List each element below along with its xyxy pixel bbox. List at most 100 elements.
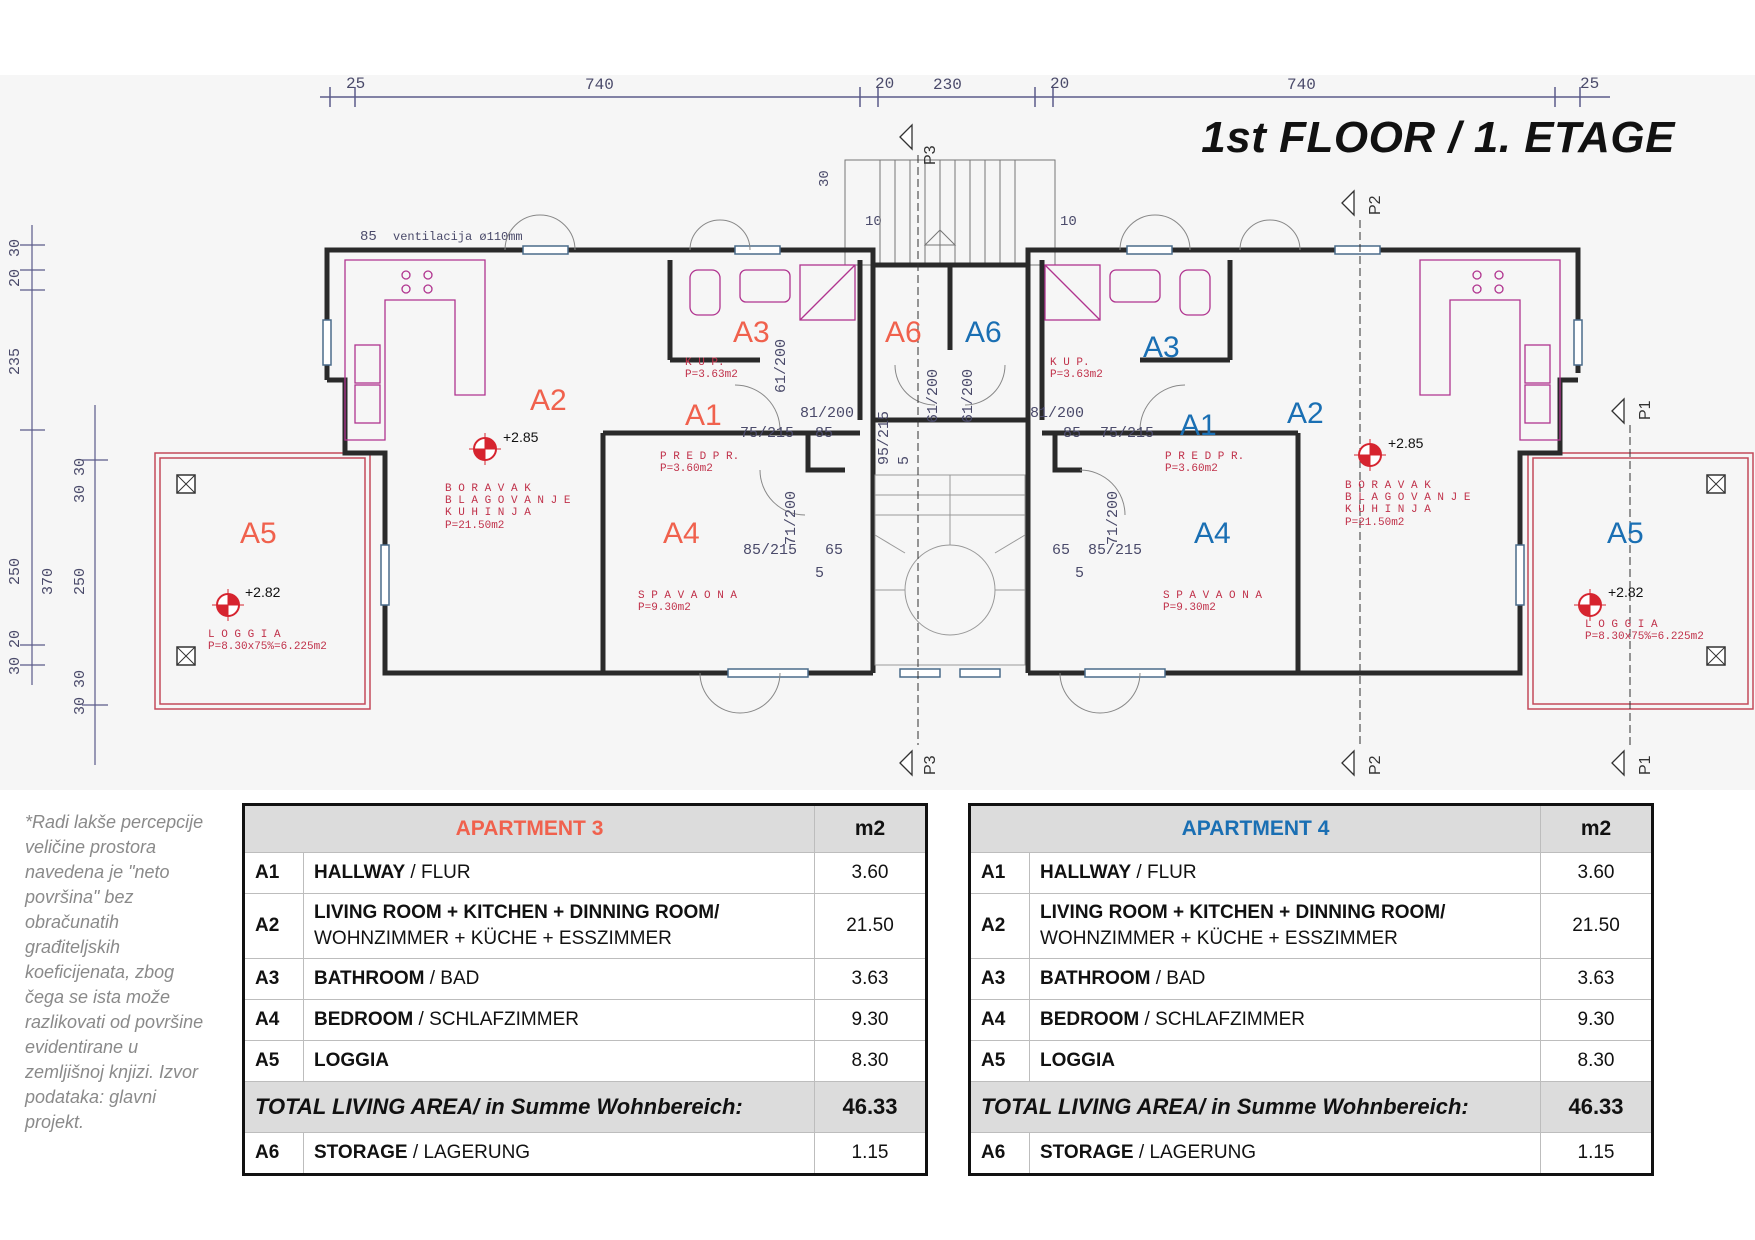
label-apt3-a3: A3 — [733, 316, 770, 349]
room-text-boravak-left: B O R A V A K — [445, 483, 531, 495]
room-code: A1 — [243, 852, 304, 894]
room-text-blagovanje-right: B L A G O V A N J E — [1345, 492, 1471, 504]
door-dim-9: 65 — [825, 542, 843, 559]
door-dim-2: 81/200 — [800, 405, 854, 422]
total-row: TOTAL LIVING AREA/ in Summe Wohnbereich:… — [243, 1081, 927, 1133]
table-row: A2 LIVING ROOM + KITCHEN + DINNING ROOM/… — [969, 893, 1653, 959]
room-name: LOGGIA — [1029, 1040, 1541, 1082]
dim-left-2: 20 — [7, 269, 24, 287]
room-text-loggia-area-left: P=8.30x75%=6.225m2 — [208, 641, 327, 653]
dim-left-7: 250 — [72, 568, 89, 595]
room-area: 3.63 — [814, 958, 927, 1000]
room-text-predpr-area-right: P=3.60m2 — [1165, 463, 1218, 475]
table-row: A3 BATHROOM / BAD 3.63 — [969, 958, 1653, 1000]
room-area: 1.15 — [814, 1132, 927, 1175]
room-text-predpr-right: P R E D P R. — [1165, 451, 1244, 463]
dim-left-9: 30 30 — [72, 670, 89, 715]
door-dim-18: 65 — [1052, 542, 1070, 559]
table-row: A6 STORAGE / LAGERUNG 1.15 — [243, 1132, 927, 1175]
room-name: LIVING ROOM + KITCHEN + DINNING ROOM/WOH… — [1029, 893, 1541, 959]
room-name: STORAGE / LAGERUNG — [303, 1132, 815, 1175]
dim-left-6: 370 — [40, 568, 57, 595]
total-value: 46.33 — [1540, 1081, 1653, 1133]
total-label: TOTAL LIVING AREA/ in Summe Wohnbereich: — [243, 1081, 815, 1133]
dim-top-2: 740 — [585, 76, 614, 94]
label-apt3-a2: A2 — [530, 384, 567, 417]
label-apt3-a4: A4 — [663, 517, 700, 550]
room-text-loggia-area-right: P=8.30x75%=6.225m2 — [1585, 631, 1704, 643]
section-p1-top: P1 — [1637, 400, 1654, 420]
room-code: A3 — [969, 958, 1030, 1000]
dim-top-7: 25 — [1580, 75, 1599, 93]
table-row: A5 LOGGIA 8.30 — [243, 1040, 927, 1082]
apartment-3-title: APARTMENT 3 — [243, 804, 815, 853]
total-value: 46.33 — [814, 1081, 927, 1133]
room-code: A2 — [969, 893, 1030, 959]
room-text-spavaona-area-right: P=9.30m2 — [1163, 602, 1216, 614]
room-code: A4 — [969, 999, 1030, 1041]
room-text-boravak-area-left: P=21.50m2 — [445, 520, 504, 532]
table-row: A1 HALLWAY / FLUR 3.60 — [969, 852, 1653, 894]
room-code: A5 — [969, 1040, 1030, 1082]
dim-85: 85 — [360, 229, 377, 245]
room-area: 9.30 — [814, 999, 927, 1041]
room-code: A3 — [243, 958, 304, 1000]
dim-top-6: 740 — [1287, 76, 1316, 94]
room-text-loggia-left: L O G G I A — [208, 629, 281, 641]
door-dim-11: 61/200 — [925, 369, 942, 423]
door-dim-4: 85 — [815, 425, 833, 442]
label-apt3-a1: A1 — [685, 399, 722, 432]
table-row: A5 LOGGIA 8.30 — [969, 1040, 1653, 1082]
room-code: A1 — [969, 852, 1030, 894]
room-code: A6 — [969, 1132, 1030, 1175]
door-dim-1: 61/200 — [773, 339, 790, 393]
room-area: 21.50 — [1540, 893, 1653, 959]
total-label: TOTAL LIVING AREA/ in Summe Wohnbereich: — [969, 1081, 1541, 1133]
door-dim-17: 85/215 — [1088, 542, 1142, 559]
door-dim-12: 61/200 — [960, 369, 977, 423]
room-text-loggia-right: L O G G I A — [1585, 619, 1658, 631]
level-loggia-left: +2.82 — [245, 584, 281, 600]
dim-left-1: 30 — [7, 239, 24, 257]
room-code: A5 — [243, 1040, 304, 1082]
room-name: HALLWAY / FLUR — [303, 852, 815, 894]
room-text-kuhinja-right: K U H I N J A — [1345, 504, 1431, 516]
room-name: HALLWAY / FLUR — [1029, 852, 1541, 894]
room-text-spavaona-area-left: P=9.30m2 — [638, 602, 691, 614]
label-apt4-a6: A6 — [965, 316, 1002, 349]
room-text-predpr-left: P R E D P R. — [660, 451, 739, 463]
room-text-boravak-area-right: P=21.50m2 — [1345, 517, 1404, 529]
room-area: 9.30 — [1540, 999, 1653, 1041]
area-note: *Radi lakše percepcije veličine prostora… — [25, 812, 204, 1132]
section-p3-bottom: P3 — [922, 755, 939, 775]
ventilation-label: ventilacija ø110mm — [393, 230, 523, 244]
dim-top-3: 20 — [875, 75, 894, 93]
section-p2-bottom: P2 — [1367, 755, 1384, 775]
dim-top-5: 20 — [1050, 75, 1069, 93]
room-name: STORAGE / LAGERUNG — [1029, 1132, 1541, 1175]
door-dim-19: 5 — [1075, 565, 1084, 582]
dim-10-right: 10 — [1060, 214, 1077, 230]
dim-top-4: 230 — [933, 76, 962, 94]
door-dim-13: 81/200 — [1030, 405, 1084, 422]
label-apt4-a2: A2 — [1287, 397, 1324, 430]
level-loggia-right: +2.82 — [1608, 584, 1644, 600]
page-title: 1st FLOOR / 1. ETAGE — [1201, 113, 1675, 162]
room-text-kup-area-right: P=3.63m2 — [1050, 369, 1103, 381]
level-main-left: +2.85 — [503, 429, 539, 445]
section-p2-top: P2 — [1367, 195, 1384, 215]
room-name: BATHROOM / BAD — [303, 958, 815, 1000]
room-text-spavaona-right: S P A V A O N A — [1163, 590, 1262, 602]
table-row: A3 BATHROOM / BAD 3.63 — [243, 958, 927, 1000]
room-area: 21.50 — [814, 893, 927, 959]
room-name: BATHROOM / BAD — [1029, 958, 1541, 1000]
dim-left-3: 235 — [7, 348, 24, 375]
door-dim-7: 71/200 — [783, 491, 800, 545]
room-area: 3.60 — [1540, 852, 1653, 894]
door-dim-8: 85/215 — [743, 542, 797, 559]
table-row: A4 BEDROOM / SCHLAFZIMMER 9.30 — [243, 999, 927, 1041]
floor-plan: 25 740 20 230 20 740 25 30 20 235 30 30 … — [0, 75, 1755, 790]
room-text-kup-area-left: P=3.63m2 — [685, 369, 738, 381]
room-code: A2 — [243, 893, 304, 959]
unit-header: m2 — [814, 804, 927, 853]
